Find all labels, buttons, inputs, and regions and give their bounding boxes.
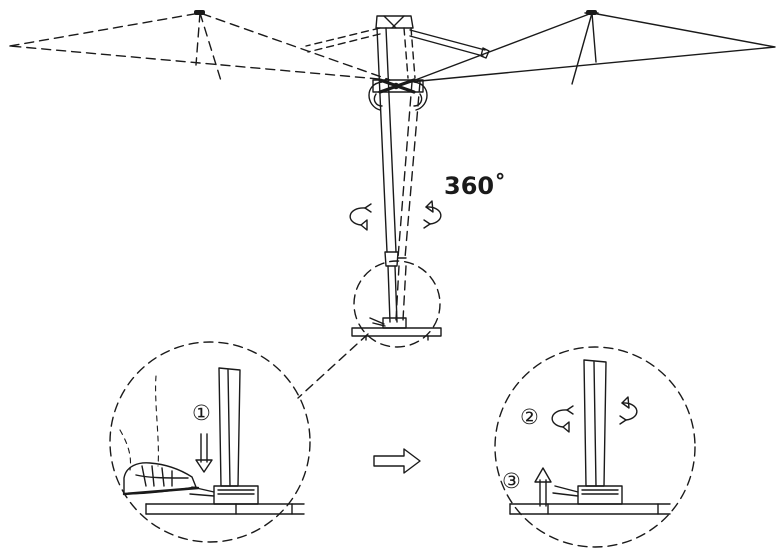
mast-top [375,15,490,59]
step-2-marker: ② [520,405,539,429]
canopy-tips [194,10,597,15]
rotate-left-icon [349,203,372,231]
arrow-right-icon [373,448,421,474]
umbrella-base [351,317,442,341]
arrow-up-icon [534,467,552,507]
detail-circle-2 [494,346,696,548]
detail-circle-1 [109,341,311,543]
base-detail-circle [353,260,441,348]
detail-step-1: ① [109,341,311,543]
callout-line [297,333,369,399]
step-3-marker: ③ [502,469,521,493]
mast-arm-dashed [305,27,416,79]
shoe-icon [122,462,200,496]
rotate-left-icon [551,405,574,433]
leg-outline [119,375,159,471]
detail-step-2: ② ③ [494,346,696,548]
rotate-right-icon [619,396,638,425]
rotate-right-icon [423,200,442,229]
arrow-down-icon [195,433,213,473]
canopy-left-dashed [9,12,391,85]
detail-1-pole [218,367,241,487]
pole-dashed [395,81,421,321]
step-1-marker: ① [192,401,211,425]
rotation-label: 360˚ [444,172,506,200]
pole-solid [376,27,399,323]
detail-2-pole [583,359,607,487]
hinge-joint [368,78,428,111]
canopy-right [409,12,776,85]
detail-2-base [509,485,671,515]
